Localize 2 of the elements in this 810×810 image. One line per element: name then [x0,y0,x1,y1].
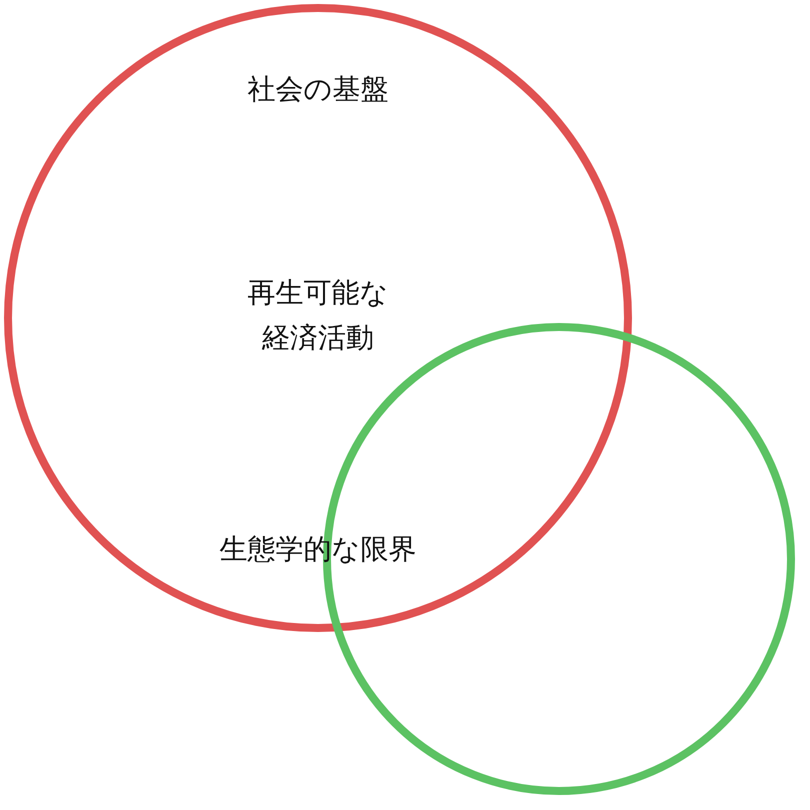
circle-text: 再生可能な経済活動 [246,275,390,356]
circle-heading: 社会の基盤 [246,72,390,108]
